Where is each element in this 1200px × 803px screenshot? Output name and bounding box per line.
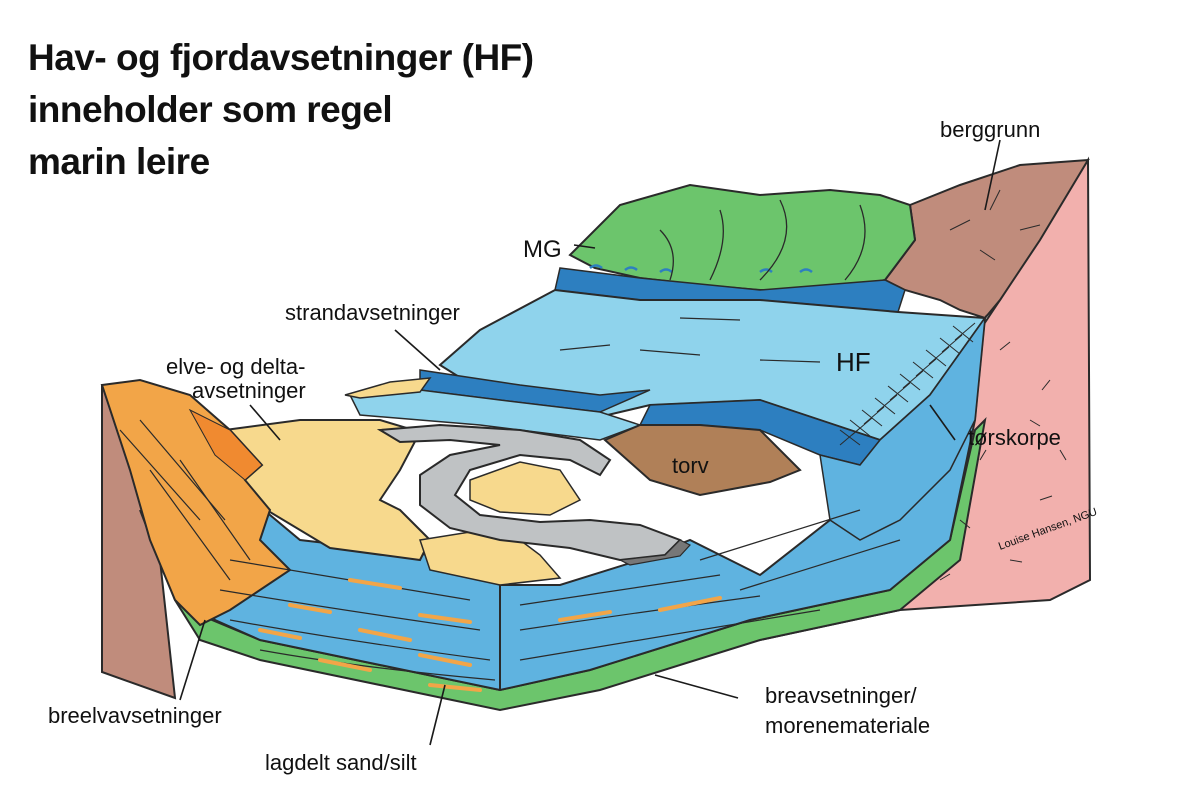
label-torv: torv bbox=[672, 453, 709, 478]
label-berggrunn: berggrunn bbox=[940, 117, 1040, 142]
label-elve-line2: avsetninger bbox=[192, 378, 306, 403]
river-front-end bbox=[617, 539, 691, 566]
river-channel bbox=[376, 423, 682, 562]
moraine-water-marks bbox=[589, 264, 813, 274]
leader-elve bbox=[249, 404, 281, 441]
title-line-2: inneholder som regel bbox=[28, 89, 393, 130]
label-breavsetninger-line2: morenemateriale bbox=[765, 713, 930, 738]
label-breavsetninger-line1: breavsetninger/ bbox=[765, 683, 918, 708]
leader-lagdelt bbox=[429, 684, 446, 746]
glaciofluvial-dark-streak bbox=[188, 408, 263, 481]
label-breelvavsetninger: breelvavsetninger bbox=[48, 703, 222, 728]
leader-berggrunn bbox=[984, 139, 1001, 211]
leader-mg bbox=[573, 244, 596, 249]
title-line-3: marin leire bbox=[28, 141, 210, 182]
leader-strand bbox=[394, 329, 441, 371]
label-hf: HF bbox=[836, 347, 871, 377]
sand-silt-lenses bbox=[258, 578, 722, 692]
label-torskorpe: tørskorpe bbox=[968, 425, 1061, 450]
marine-slope-right bbox=[819, 315, 987, 541]
strand-yellow-upper bbox=[344, 377, 432, 399]
leader-breavsetninger bbox=[654, 674, 739, 699]
glaciofluvial-deposit bbox=[100, 378, 292, 627]
leader-torskorpe bbox=[929, 404, 956, 441]
dry-crust-hatching bbox=[839, 322, 976, 446]
moraine-texture bbox=[659, 199, 866, 281]
leader-lines bbox=[179, 139, 1001, 746]
moraine-hill-top bbox=[568, 183, 917, 291]
diagram-title: Hav- og fjordavsetninger (HF) inneholder… bbox=[28, 32, 534, 188]
bedding-lines bbox=[119, 317, 901, 681]
label-elve-line1: elve- og delta- bbox=[166, 354, 305, 379]
label-lagdelt: lagdelt sand/silt bbox=[265, 750, 417, 775]
title-line-1: Hav- og fjordavsetninger (HF) bbox=[28, 37, 534, 78]
bedrock-texture bbox=[939, 189, 1067, 581]
river-bend-inner bbox=[469, 461, 582, 516]
label-mg: MG bbox=[523, 236, 562, 263]
leader-breelv bbox=[179, 619, 206, 701]
peat-deposit bbox=[603, 424, 802, 497]
label-strandavsetninger: strandavsetninger bbox=[285, 300, 460, 325]
